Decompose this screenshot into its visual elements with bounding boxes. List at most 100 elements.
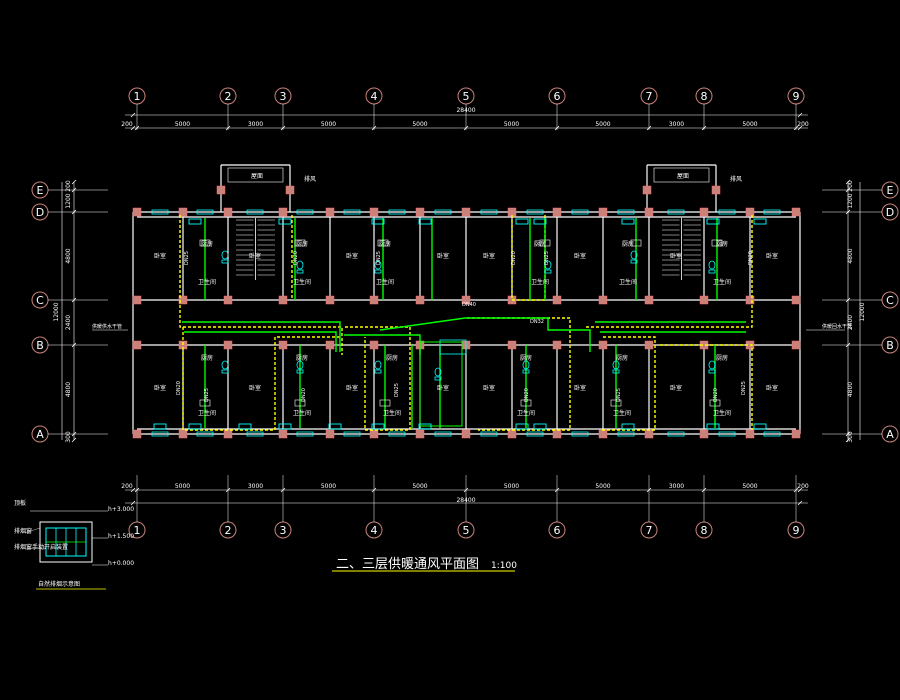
room-label-bathroom: 卫生间 (517, 409, 535, 417)
grid-label-row-D: D (36, 206, 44, 219)
radiator-icon (328, 423, 342, 430)
dimension-tick (130, 125, 136, 131)
grid-label-col-6: 6 (554, 90, 561, 103)
radiator-icon (533, 423, 547, 430)
radiator-icon (278, 423, 292, 430)
return-pipe (291, 215, 411, 431)
structural-column (216, 185, 226, 195)
room-labels: 卧室卧室卧室卧室卧室卧室卧室卧室卧室卧室卧室卧室卧室卧室卧室卧室卫生间厨房卫生间… (92, 240, 852, 417)
dimension-text: 3000 (248, 483, 263, 490)
window (296, 209, 314, 215)
grid-label-col-7: 7 (646, 524, 653, 537)
structural-column (598, 429, 608, 439)
detail-callout: 排烟窗 (14, 527, 32, 535)
toilet-fixture (434, 367, 442, 377)
room-label-bathroom: 卫生间 (198, 278, 216, 286)
dimension-tick (797, 487, 803, 493)
structural-column (369, 340, 379, 350)
window (343, 431, 361, 437)
structural-column (223, 207, 233, 217)
structural-column (711, 185, 721, 195)
structural-column (699, 207, 709, 217)
structural-column (552, 429, 562, 439)
sink-fixture (709, 399, 721, 407)
radiator-icon (153, 423, 167, 430)
grid-label-col-9: 9 (793, 524, 800, 537)
dimension-text: 5000 (742, 121, 757, 128)
toilet-fixture (374, 260, 382, 270)
structural-column (325, 295, 335, 305)
radiator-icon (753, 423, 767, 430)
window (571, 209, 589, 215)
pipe-size-label: DN25 (376, 251, 382, 265)
grid-label-row-D: D (886, 206, 894, 219)
window (480, 431, 498, 437)
pipe-size-label: DN25 (394, 383, 400, 397)
room-label-bathroom: 卫生间 (198, 409, 216, 417)
structural-column (791, 429, 801, 439)
dimension-total-text: 12000 (53, 302, 60, 321)
grid-label-col-5: 5 (463, 524, 470, 537)
grid-label-col-1: 1 (134, 90, 141, 103)
pipe-size-label: DN25 (184, 251, 190, 265)
dimension-text: 200 (121, 121, 133, 128)
sink-fixture (630, 239, 642, 247)
pipe-size-label: DN25 (544, 251, 550, 265)
structural-column (745, 295, 755, 305)
radiator-icon (278, 218, 292, 225)
structural-column (278, 429, 288, 439)
toilet-tank (296, 369, 304, 374)
room-label-kitchen: 厨房 (534, 240, 546, 248)
building-outline: 屋面排风屋面排风 (132, 164, 801, 439)
dimension-text: 5000 (412, 483, 427, 490)
dimension-tick (845, 437, 851, 443)
radiator-icon (533, 218, 547, 225)
toilet-tank (296, 269, 304, 274)
room-label-bedroom: 卧室 (154, 252, 166, 260)
structural-column (325, 340, 335, 350)
pipe-callout-left: 供暖供水干管 (92, 323, 122, 330)
radiator-icon (418, 423, 432, 430)
stair-canopy (227, 167, 284, 183)
dimension-text: 4800 (65, 248, 72, 263)
dimension-text: 3000 (669, 483, 684, 490)
structural-column (461, 429, 471, 439)
structural-column (598, 340, 608, 350)
room-label-kitchen: 厨房 (622, 240, 634, 248)
pipe-size-label: DN20 (301, 388, 307, 402)
return-pipe (179, 215, 343, 431)
return-pipe (586, 215, 753, 431)
structural-column (507, 340, 517, 350)
structural-column (325, 429, 335, 439)
structural-column (461, 207, 471, 217)
toilet-fixture (221, 250, 229, 260)
dimension-text: 2400 (65, 315, 72, 330)
toilet-fixture (296, 260, 304, 270)
structural-column (278, 295, 288, 305)
dimension-text: 3000 (669, 121, 684, 128)
structural-column (791, 207, 801, 217)
room-label-bedroom: 卧室 (574, 252, 586, 260)
toilet-tank (630, 259, 638, 264)
room-label-bedroom: 卧室 (154, 384, 166, 392)
sink-fixture (520, 399, 532, 407)
toilet-tank (221, 259, 229, 264)
structural-column (223, 340, 233, 350)
structural-column (699, 429, 709, 439)
pipe-size-label: DN20 (524, 388, 530, 402)
structural-column (415, 207, 425, 217)
dimension-text: 1200 (847, 193, 854, 208)
radiator-icon (238, 423, 252, 430)
toilet-tank (708, 369, 716, 374)
grid-label-row-C: C (36, 294, 44, 307)
dimension-text: 5000 (321, 121, 336, 128)
structural-column (369, 207, 379, 217)
structural-column (507, 429, 517, 439)
room-label-bedroom: 卧室 (670, 252, 682, 260)
sink-fixture (377, 239, 389, 247)
structural-column (132, 340, 142, 350)
window (763, 431, 781, 437)
toilet-tank (374, 369, 382, 374)
level-label: h+3.000 (108, 506, 134, 513)
